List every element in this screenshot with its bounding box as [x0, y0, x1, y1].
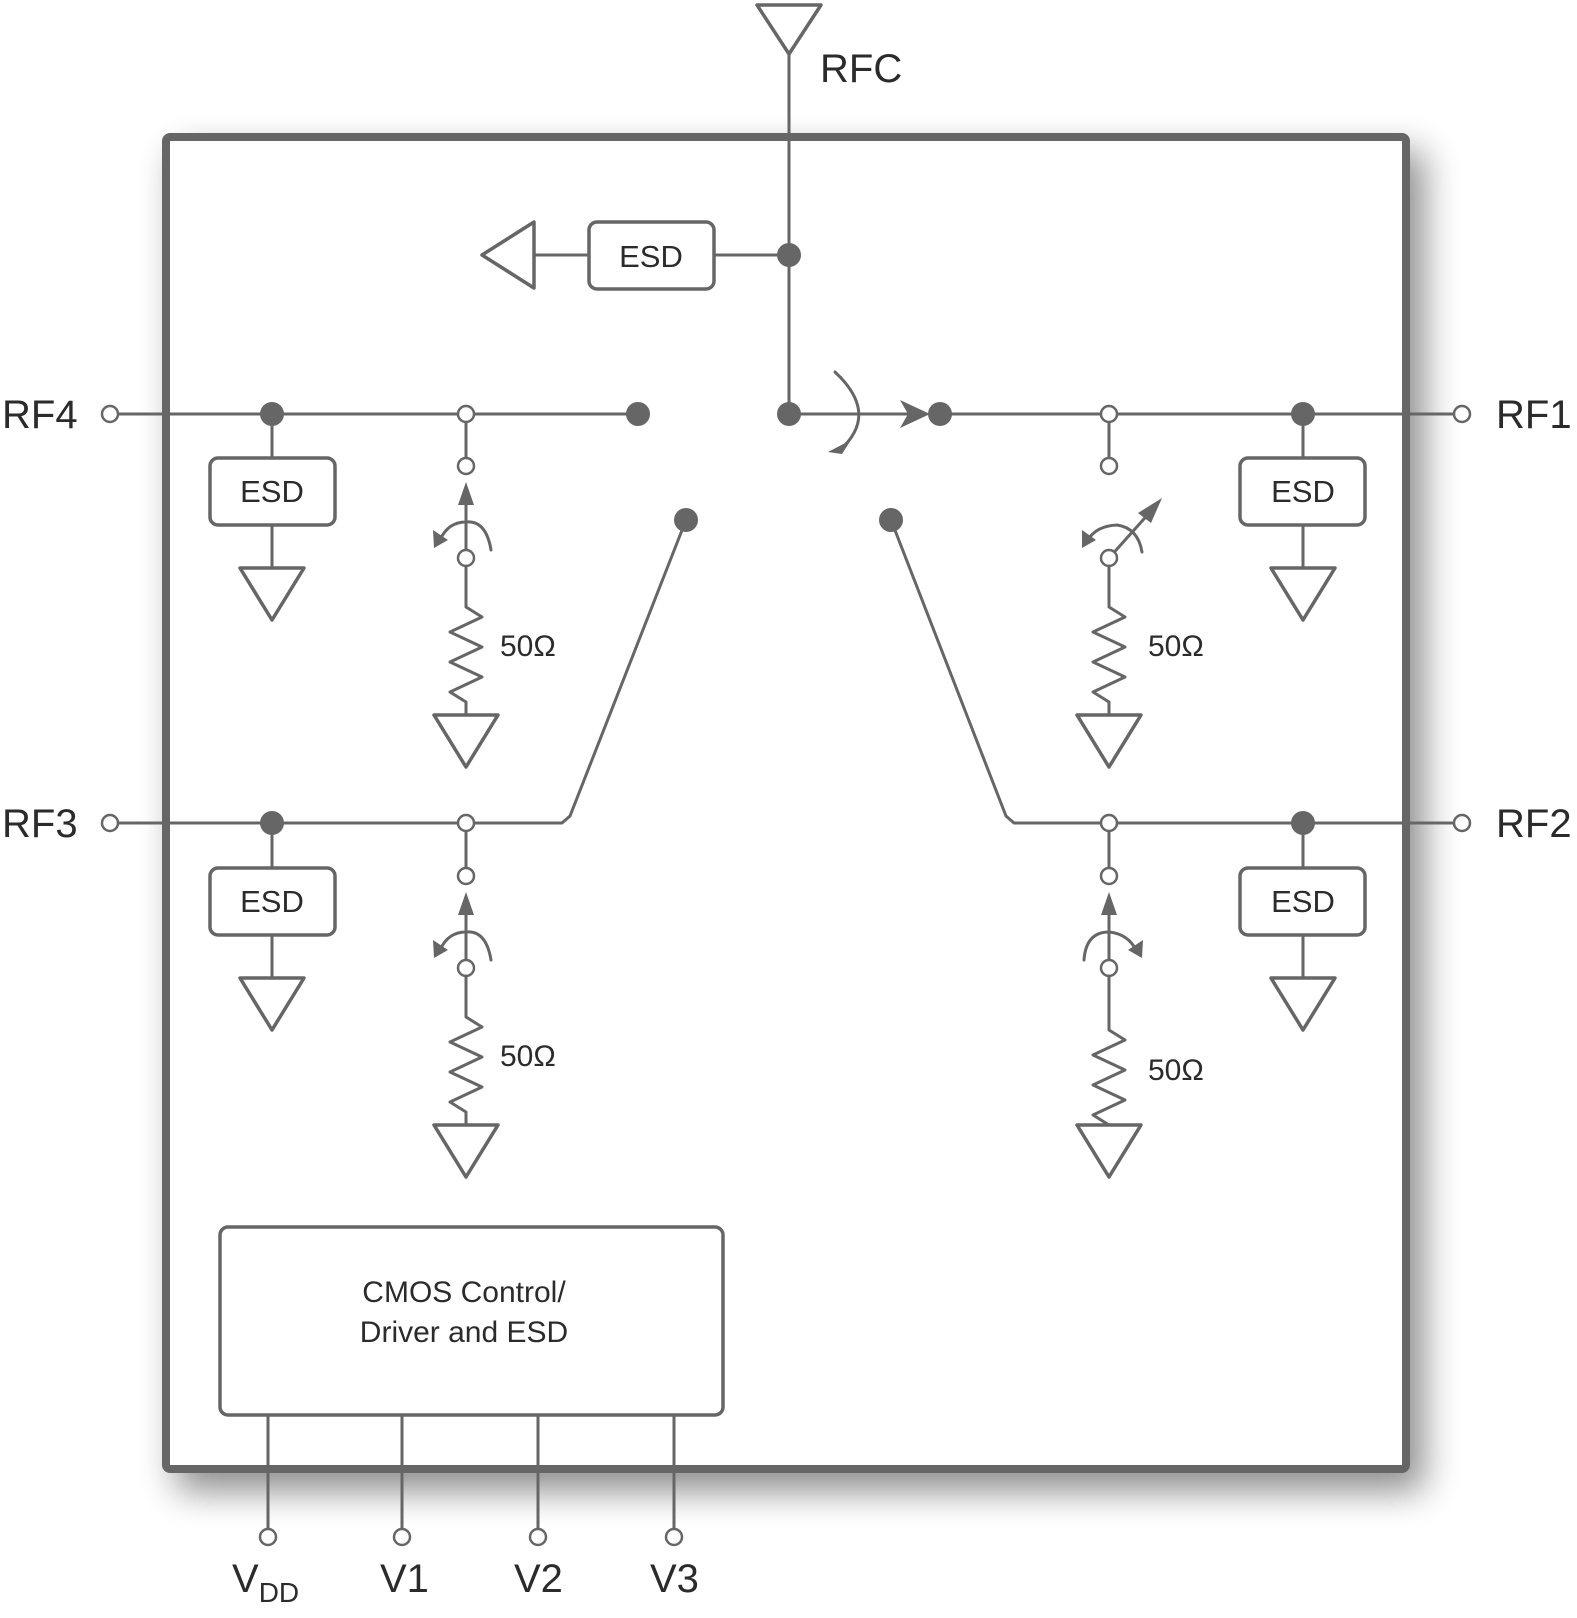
- ground-icon: [1269, 566, 1337, 622]
- esd-label-rf1: ESD: [1271, 474, 1335, 509]
- vdd-label: VDD: [232, 1557, 299, 1608]
- cmos-control-block: [218, 1225, 725, 1417]
- esd-label-rf2: ESD: [1271, 884, 1335, 919]
- rf3-label: RF3: [2, 802, 78, 846]
- v1-label: V1: [380, 1557, 429, 1601]
- rfc-esd: [480, 220, 801, 291]
- cmos-label-line2: Driver and ESD: [360, 1316, 568, 1349]
- esd-label-rf3: ESD: [240, 884, 304, 919]
- v3-pin[interactable]: [664, 1527, 684, 1547]
- rf4-label: RF4: [2, 393, 78, 437]
- ground-icon: [432, 1123, 500, 1179]
- rf1-path: [938, 402, 1472, 769]
- esd-label-top: ESD: [619, 239, 683, 274]
- termination-label-rf3: 50Ω: [500, 1040, 556, 1073]
- ground-icon: [1075, 713, 1143, 769]
- esd-label-rf4: ESD: [240, 474, 304, 509]
- vdd-pin[interactable]: [258, 1527, 278, 1547]
- v3-label: V3: [650, 1557, 699, 1601]
- termination-label-rf2: 50Ω: [1148, 1054, 1204, 1087]
- rfc-antenna-icon: [755, 3, 823, 416]
- rf3-path: [100, 518, 688, 1179]
- cmos-label-line1: CMOS Control/: [362, 1276, 566, 1309]
- ground-icon: [1075, 1123, 1143, 1179]
- rf2-path: [889, 518, 1472, 1179]
- rf1-label: RF1: [1496, 393, 1572, 437]
- rf4-pin[interactable]: [100, 404, 120, 424]
- ground-icon: [480, 220, 536, 290]
- termination-label-rf1: 50Ω: [1148, 630, 1204, 663]
- rotation-arrow-icon: [828, 440, 851, 454]
- v2-label: V2: [514, 1557, 563, 1601]
- ground-icon: [432, 713, 500, 769]
- rf3-pin[interactable]: [100, 813, 120, 833]
- v1-pin[interactable]: [392, 1527, 412, 1547]
- control-pins: [258, 1413, 684, 1547]
- v2-pin[interactable]: [528, 1527, 548, 1547]
- rfc-label: RFC: [820, 47, 902, 91]
- rf1-pin[interactable]: [1452, 404, 1472, 424]
- arrow-icon: [900, 400, 930, 428]
- ground-icon: [238, 566, 306, 622]
- termination-label-rf4: 50Ω: [500, 630, 556, 663]
- rf4-path: [100, 402, 640, 769]
- ground-icon: [238, 976, 306, 1032]
- rf2-pin[interactable]: [1452, 813, 1472, 833]
- rf2-label: RF2: [1496, 802, 1572, 846]
- ground-icon: [1269, 976, 1337, 1032]
